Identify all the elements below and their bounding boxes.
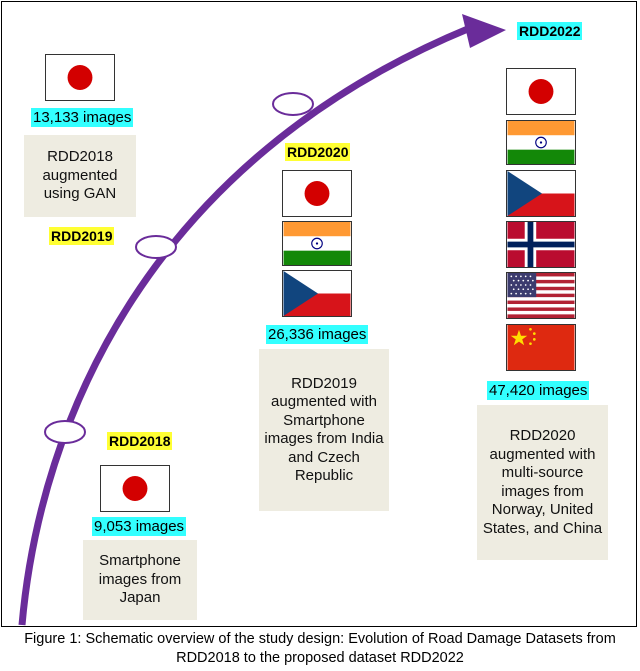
figure-caption: Figure 1: Schematic overview of the stud…	[24, 631, 616, 666]
czech-flag	[282, 270, 352, 317]
milestone-node-2020	[272, 92, 314, 116]
rdd2020-count: 26,336 images	[266, 325, 369, 344]
usa-flag	[506, 272, 576, 319]
rdd2019-count: 13,133 images	[31, 108, 134, 127]
arrow-head	[462, 14, 506, 48]
rdd2022-label: RDD2022	[517, 22, 583, 40]
rdd2018-label: RDD2018	[107, 432, 173, 450]
milestone-node-2018	[44, 420, 86, 444]
figure-frame	[1, 1, 637, 627]
japan-flag	[506, 68, 576, 115]
japan-flag	[282, 170, 352, 217]
japan-flag	[100, 465, 170, 512]
rdd2019-label: RDD2019	[49, 227, 115, 245]
rdd2020-label: RDD2020	[285, 143, 351, 161]
rdd2022-description: RDD2020 augmented with multi-source imag…	[477, 405, 608, 560]
china-flag	[506, 324, 576, 371]
czech-flag	[506, 170, 576, 217]
timeline-curve	[18, 24, 472, 626]
rdd2018-description: Smartphone images from Japan	[83, 540, 197, 620]
india-flag	[506, 120, 576, 165]
milestone-node-2019	[135, 235, 177, 259]
rdd2018-count: 9,053 images	[92, 517, 187, 536]
rdd2019-description: RDD2018 augmented using GAN	[24, 135, 136, 217]
japan-flag	[45, 54, 115, 101]
india-flag	[282, 221, 352, 266]
norway-flag	[506, 221, 576, 268]
rdd2022-count: 47,420 images	[487, 381, 590, 400]
rdd2020-description: RDD2019 augmented with Smartphone images…	[259, 349, 389, 511]
